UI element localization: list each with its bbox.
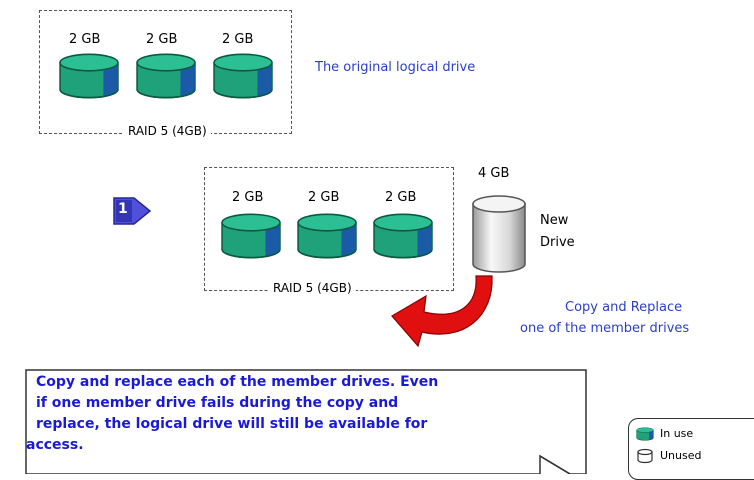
step-arrow-icon [113,197,152,225]
drive-icon [220,212,282,260]
unused-drive-icon [637,448,653,464]
drive-size-label: 2 GB [69,32,101,47]
raid-label: RAID 5 (4GB) [269,281,356,295]
in-use-drive-icon [636,426,654,442]
drive-icon [212,52,274,100]
drive-size-label: 2 GB [308,190,340,205]
new-drive-size-label: 4 GB [478,166,510,181]
drive-icon [296,212,358,260]
callout-box [25,369,587,474]
copy-replace-caption: one of the member drives [520,321,690,336]
callout-text: Copy and replace each of the member driv… [36,374,439,390]
new-drive-icon [472,195,526,273]
drive-icon [58,52,120,100]
callout-text: replace, the logical drive will still be… [36,416,428,432]
drive-icon [135,52,197,100]
callout-text: access. [26,437,84,453]
drive-size-label: 2 GB [232,190,264,205]
original-drive-caption: The original logical drive [315,60,476,75]
new-drive-label: New [540,213,569,228]
callout-text: if one member drive fails during the cop… [36,395,399,411]
step-number: 1 [118,201,128,217]
legend-unused-label: Unused [660,449,702,462]
drive-size-label: 2 GB [146,32,178,47]
new-drive-label: Drive [540,235,575,250]
drive-size-label: 2 GB [385,190,417,205]
raid-label: RAID 5 (4GB) [124,124,211,138]
drive-size-label: 2 GB [222,32,254,47]
copy-replace-caption: Copy and Replace [565,300,683,315]
copy-replace-arrow-icon [391,275,493,348]
drive-icon [372,212,434,260]
legend-in-use-label: In use [660,427,694,440]
